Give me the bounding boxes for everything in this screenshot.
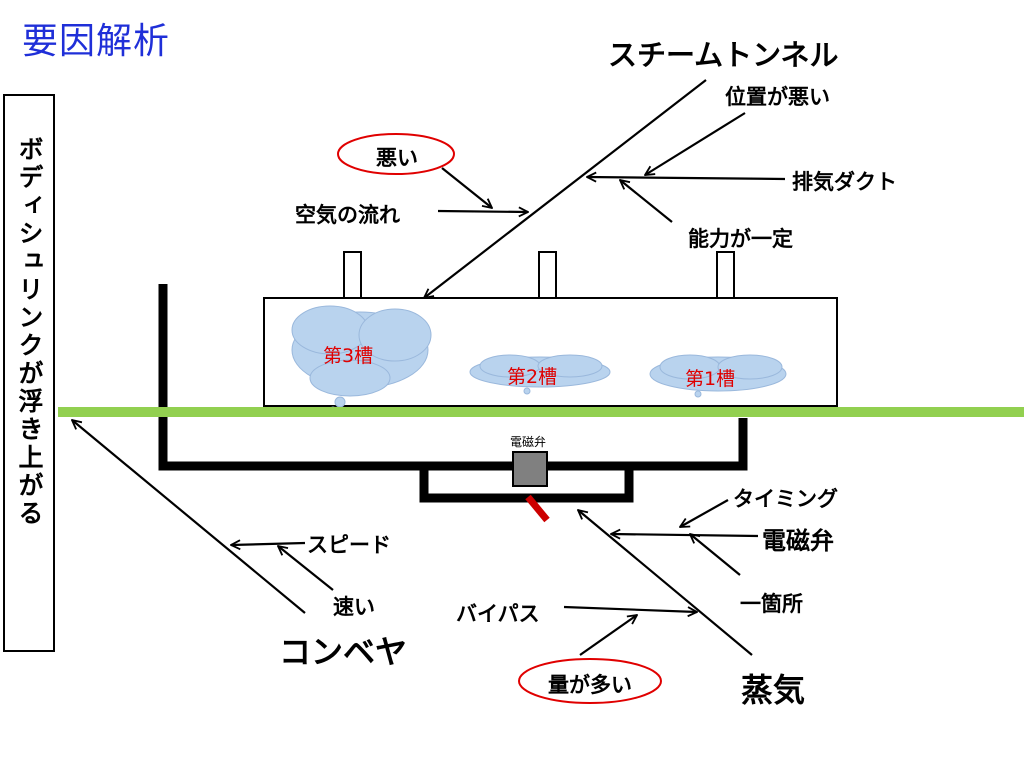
cause-air-flow: 空気の流れ [295, 203, 400, 227]
pipe-system [158, 284, 748, 503]
tank-1-label: 第1槽 [685, 368, 736, 390]
ellipse-amount-large [518, 658, 662, 704]
solenoid-valve-box [512, 451, 548, 487]
cause-bypass: バイパス [456, 602, 540, 626]
cause-amount-large: 量が多い [548, 673, 632, 697]
tank-3-label: 第3槽 [323, 345, 374, 367]
effect-label: ボディシュリンクが浮き上がる [15, 136, 44, 528]
tank-vents [343, 251, 735, 299]
category-steam: 蒸気 [741, 671, 806, 709]
cause-position-bad: 位置が悪い [725, 85, 830, 109]
steam-clouds [291, 305, 787, 414]
cloud-tank-1 [649, 354, 787, 398]
cause-bad: 悪い [376, 146, 418, 170]
tank-2-label: 第2槽 [507, 366, 558, 388]
valve-label: 電磁弁 [510, 435, 547, 449]
effect-box: ボディシュリンクが浮き上がる [3, 94, 55, 652]
page-title: 要因解析 [22, 21, 171, 62]
cause-capacity-fixed: 能力が一定 [688, 227, 793, 251]
cause-fast: 速い [333, 595, 375, 619]
cause-solenoid-valve: 電磁弁 [762, 527, 834, 555]
category-conveyor: コンベヤ [279, 633, 408, 671]
cause-timing: タイミング [733, 487, 838, 511]
cloud-tank-2 [469, 354, 611, 395]
category-steam-tunnel: スチームトンネル [608, 38, 839, 72]
solenoid-valve-red-mark [525, 494, 550, 523]
cloud-tank-3 [291, 305, 432, 414]
fishbone-arrows [72, 79, 786, 656]
cause-one-place: 一箇所 [740, 592, 803, 616]
ellipse-bad [337, 133, 455, 175]
cause-speed: スピード [307, 533, 391, 557]
cause-exhaust-duct: 排気ダクト [792, 170, 897, 194]
conveyor-line [58, 407, 1024, 417]
